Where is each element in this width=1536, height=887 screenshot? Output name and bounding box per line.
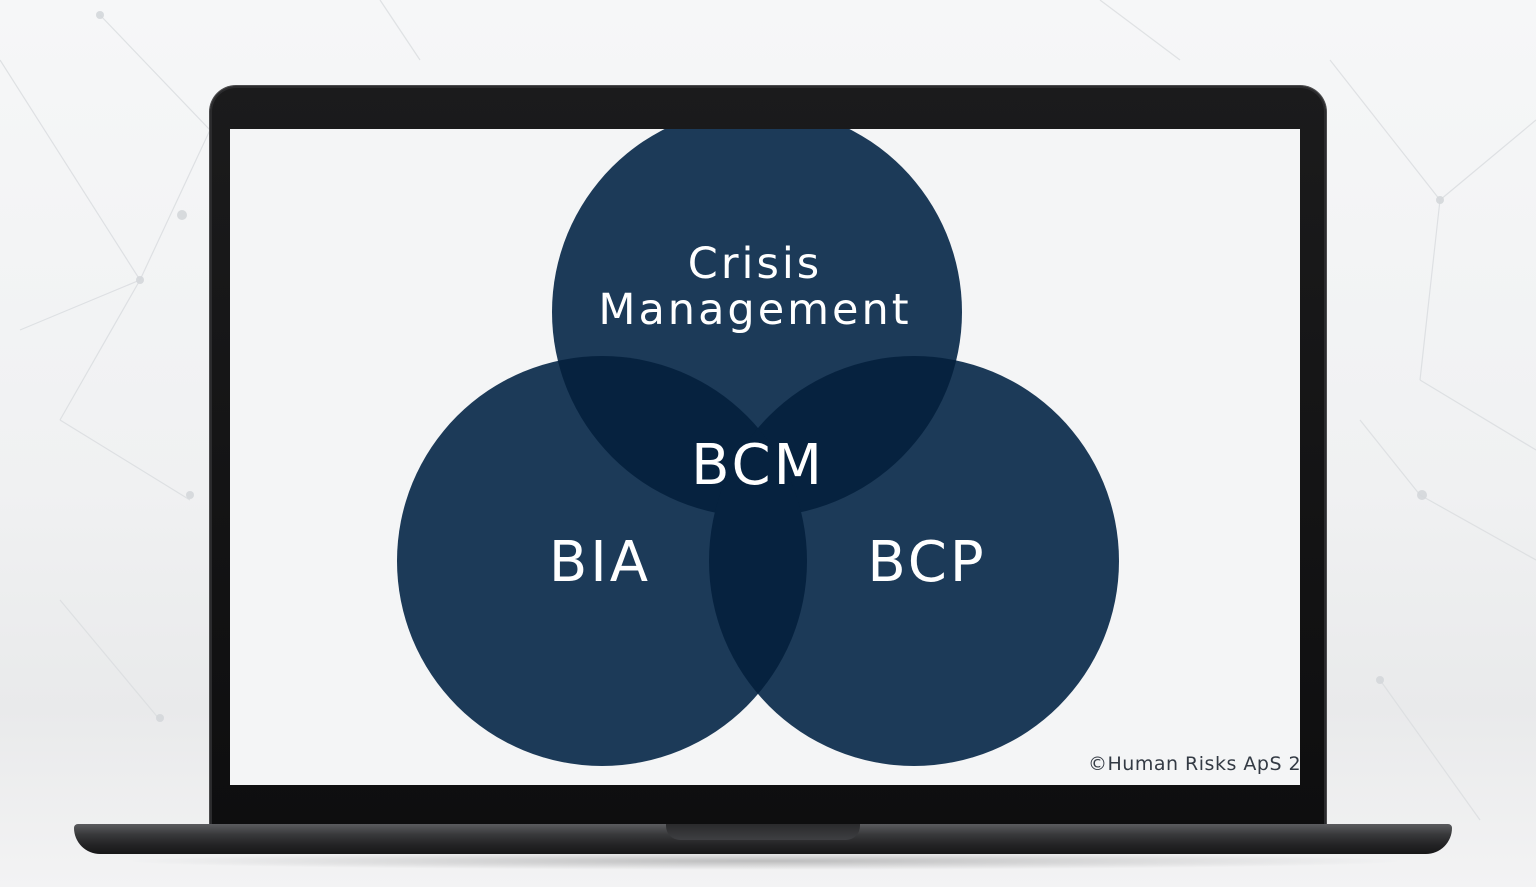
bcm-label: BCM <box>691 433 825 498</box>
laptop-shadow <box>120 852 1410 870</box>
crisis-management-text: Crisis Management <box>598 239 912 335</box>
copyright-notice: ©Human Risks ApS 2 <box>1088 753 1300 775</box>
venn-overlap-crisis-bia <box>552 356 807 517</box>
bcp-label: BCP <box>867 530 987 595</box>
bia-label: BIA <box>548 530 652 595</box>
laptop-notch <box>666 824 860 840</box>
venn-overlap-crisis-bcp <box>709 356 962 517</box>
crisis-management-label: Crisis Management <box>590 241 920 333</box>
venn-diagram <box>397 129 1119 766</box>
laptop-screen: Crisis Management BCM BIA BCP ©Human Ris… <box>230 129 1300 785</box>
